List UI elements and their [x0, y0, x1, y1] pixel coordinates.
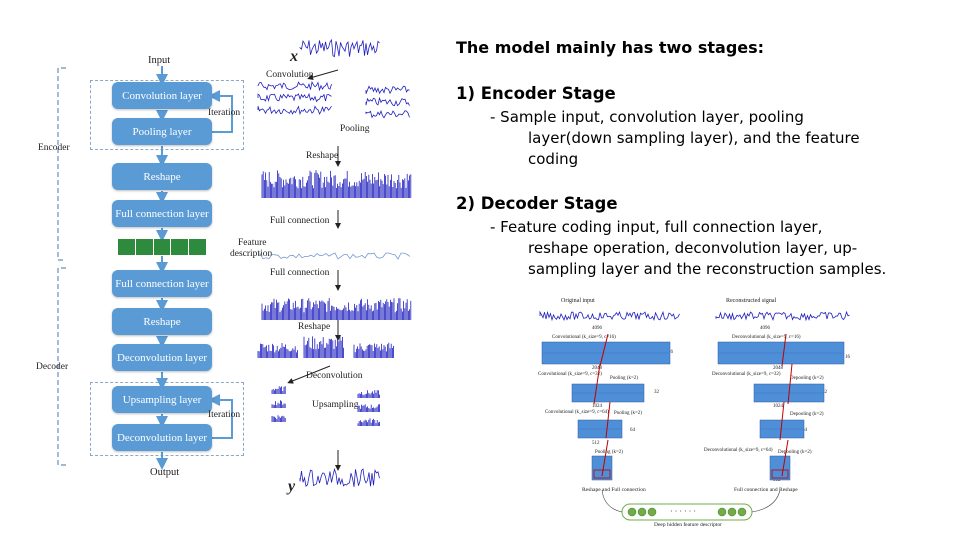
upsample-large: [357, 404, 380, 412]
decoder-label: Decoder: [36, 362, 69, 372]
dim-right-3: 1024: [773, 404, 783, 409]
upsample-small: [271, 415, 286, 422]
full-connection-output: [261, 298, 412, 320]
pooling-label-1: Pooling (k=2): [610, 376, 638, 381]
feature-label: Feature: [238, 238, 267, 248]
dim-left-4: 512: [592, 441, 600, 446]
pooling-label-2: Pooling (k=2): [614, 411, 642, 416]
channel-right-3: 64: [802, 428, 807, 433]
reshape-full-label: Reshape and Full connection: [582, 487, 646, 493]
upsample-large: [357, 418, 380, 426]
pooled-feature-map: [365, 85, 410, 95]
feature-code: [118, 239, 206, 255]
decoder-line-3: sampling layer and the reconstruction sa…: [528, 260, 887, 278]
pooling-label: Pooling: [340, 124, 370, 134]
encoder-label: Encoder: [38, 143, 70, 153]
dim-left-1: 4096: [592, 326, 602, 331]
deconv-map-3: [353, 342, 394, 358]
deconv-map-2: [303, 336, 344, 358]
conv-feature-map: [257, 92, 332, 103]
block-pooling: Pooling layer: [112, 118, 212, 145]
upsample-small: [271, 386, 286, 394]
channel-left-2: 32: [654, 390, 659, 395]
reshaped-signal: [261, 170, 412, 198]
encoder-line-2: layer(down sampling layer), and the feat…: [528, 129, 860, 147]
dim-left-3: 1024: [592, 404, 602, 409]
reconstructed-signal: [715, 310, 850, 322]
x-symbol: x: [290, 48, 298, 65]
encoder-line-3: coding: [528, 150, 579, 168]
reshape-top-label: Reshape: [306, 151, 339, 161]
conv-label-3: Convolutional (k_size=9, c=64): [545, 410, 609, 415]
block-full-connection-encoder: Full connection layer: [112, 200, 212, 227]
encoder-line-1: - Sample input, convolution layer, pooli…: [490, 108, 804, 126]
full-reshape-label: Full connection and Reshape: [734, 487, 798, 493]
output-signal: [299, 467, 380, 487]
block-convolution: Convolution layer: [112, 82, 212, 109]
original-input-signal: [539, 310, 680, 322]
conv-label-1: Convolutional (k_size=9, c=16): [552, 335, 616, 340]
convolution-label: Convolution: [266, 70, 314, 80]
deconv-map-1: [257, 343, 298, 358]
pooling-label-3: Pooling (k=2): [595, 450, 623, 455]
block-upsampling: Upsampling layer: [112, 386, 212, 413]
dim-right-4: 512: [773, 478, 781, 483]
conv-label-2: Convolutional (k_size=9, c=32): [538, 372, 602, 377]
channel-left-1: 16: [668, 350, 673, 355]
flow-arrows: [156, 66, 233, 470]
channel-right-2: 32: [822, 390, 827, 395]
depooling-label-2: Depooling (k=2): [790, 412, 824, 417]
decoder-line-2: reshape operation, deconvolution layer, …: [528, 239, 858, 257]
description-label: description: [230, 249, 273, 259]
depooling-label-1: Depooling (k=2): [790, 376, 824, 381]
iteration-label-bottom: Iteration: [208, 410, 241, 420]
encoder-heading: 1) Encoder Stage: [456, 84, 616, 103]
original-input-label: Original input: [561, 298, 595, 304]
intro-text: The model mainly has two stages:: [456, 38, 765, 57]
pooled-feature-map: [365, 96, 410, 107]
reshape-bottom-label: Reshape: [298, 322, 331, 332]
depooling-label-3: Depooling (k=2): [778, 450, 812, 455]
deconv-label-3: Deconvolutional (k_size=9, c=64): [704, 448, 773, 453]
deconv-label-1: Deconvolutional (k_size=9, c=16): [732, 335, 801, 340]
autoencoder-figure: · · · · · ·: [539, 310, 850, 521]
deconv-label-2: Deconvolutional (k_size=9, c=32): [712, 372, 781, 377]
conv-feature-map: [257, 105, 332, 116]
dim-right-2: 2048: [773, 366, 783, 371]
reconstructed-signal-label: Reconstructed signal: [726, 298, 777, 304]
block-reshape-encoder: Reshape: [112, 163, 212, 190]
deconvolution-label: Deconvolution: [306, 371, 363, 381]
upsample-large: [357, 390, 380, 398]
dim-left-2: 2048: [592, 366, 602, 371]
full-connection-top-label: Full connection: [270, 216, 330, 226]
channel-left-3: 64: [630, 428, 635, 433]
input-signal: [299, 38, 380, 58]
output-label: Output: [150, 467, 180, 478]
pooled-feature-map: [365, 109, 410, 119]
descriptor-label: Deep hidden feature descriptor: [654, 522, 722, 528]
block-reshape-decoder: Reshape: [112, 308, 212, 335]
stage-brackets: [57, 67, 66, 466]
svg-text:· · · · · ·: · · · · · ·: [670, 507, 696, 516]
block-full-connection-decoder: Full connection layer: [112, 270, 212, 297]
signal-illustrations: [257, 38, 412, 487]
y-symbol: y: [288, 478, 296, 495]
conv-feature-map: [257, 80, 332, 92]
block-deconvolution-1: Deconvolution layer: [112, 344, 212, 371]
feature-description-signal: [259, 251, 411, 260]
input-label: Input: [148, 55, 171, 66]
full-connection-bottom-label: Full connection: [270, 268, 330, 278]
decoder-line-1: - Feature coding input, full connection …: [490, 218, 823, 236]
upsampling-label: Upsampling: [312, 400, 359, 410]
block-deconvolution-2: Deconvolution layer: [112, 424, 212, 451]
upsample-small: [271, 400, 286, 408]
decoder-heading: 2) Decoder Stage: [456, 194, 618, 213]
iteration-label-top: Iteration: [208, 108, 241, 118]
channel-right-1: 16: [845, 355, 850, 360]
dim-right-1: 4096: [760, 326, 770, 331]
